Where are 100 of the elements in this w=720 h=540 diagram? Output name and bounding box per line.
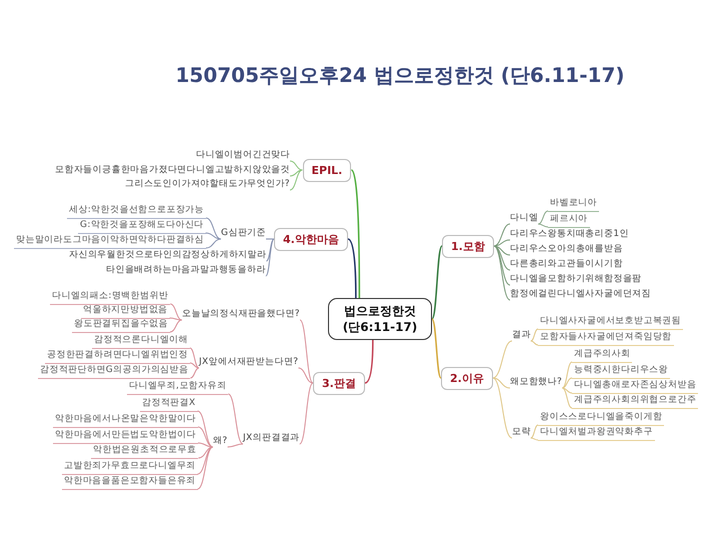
connector-line	[562, 388, 572, 408]
connector-line	[493, 224, 510, 246]
underlined-topic: 세상:악한것을선함으로포장가능	[67, 204, 206, 218]
connector-line	[493, 246, 510, 256]
connector-line	[266, 238, 274, 262]
connector-line	[169, 318, 182, 320]
connector-line	[265, 238, 274, 276]
connector-line	[350, 169, 360, 298]
connector-line	[290, 160, 303, 170]
topic-text: 모함자들이긍휼한마음가졌다면다니엘고발하지않았을것	[55, 164, 290, 176]
underlined-topic: 계급주의사회의위협으로간주	[572, 394, 698, 408]
connector-line	[493, 246, 510, 286]
underlined-topic: 악한법은원초적으로무효	[91, 444, 198, 458]
connector-line	[530, 340, 538, 346]
connector-line	[170, 304, 182, 320]
topic-box: 3.판결	[313, 372, 365, 394]
topic-text: 다니엘을모함하기위해함정을팜	[510, 272, 642, 286]
underlined-topic: 계급주의사회	[572, 348, 632, 362]
underlined-topic: 능력중시한다리우스왕	[572, 364, 670, 378]
underlined-topic: 고발한죄가무효므로다니엘무죄	[62, 460, 198, 474]
underlined-topic: 다니엘사자굴에서보호받고복권됨	[538, 314, 683, 330]
connector-line	[538, 224, 548, 228]
underlined-topic: 페르시아	[548, 212, 590, 228]
connector-line	[538, 210, 548, 224]
connector-line	[298, 368, 314, 384]
topic-box: 2.이유	[441, 366, 493, 390]
connector-line	[190, 362, 200, 368]
topic-text: 자신의우월한것으로타인의감정상하게하지말라	[69, 248, 266, 262]
topic-text: JX앞에서재판받는다면?	[199, 356, 298, 368]
connector-line	[190, 348, 200, 368]
underlined-topic: 다니엘처벌과왕권약화추구	[538, 426, 655, 440]
connector-line	[170, 320, 182, 332]
underlined-topic: 다니엘무죄,모함자유죄	[127, 380, 228, 394]
connector-line	[431, 318, 442, 379]
central-topic-box: 법으로정한것 (단6:11-17)	[328, 298, 432, 340]
connector-line	[493, 246, 510, 300]
connector-line	[206, 238, 222, 248]
connector-line	[493, 240, 510, 246]
topic-text: 타인을배려하는마음과말과행동을하라	[106, 264, 266, 276]
underlined-topic: 바벨로니아	[548, 196, 599, 212]
topic-text: 다니엘	[510, 212, 538, 224]
underlined-topic: 악한마음에서만든법도악한법이다	[53, 428, 198, 444]
connector-line	[228, 394, 244, 444]
connector-line	[289, 170, 303, 190]
topic-box: 1.모함	[442, 234, 494, 258]
connector-line	[530, 328, 538, 342]
connector-line	[197, 410, 214, 448]
connector-line	[562, 362, 572, 388]
underlined-topic: 모함자들사자굴에던져죽임당함	[538, 330, 674, 346]
topic-text: 왜?	[213, 434, 228, 448]
topic-text: 그리스도인이가져야할태도가무엇인가?	[125, 178, 290, 190]
connector-line	[198, 426, 214, 448]
connector-line	[492, 340, 512, 378]
underlined-topic: 감정적으론다니엘이해	[92, 334, 190, 348]
underlined-topic: 억울하지만방법없음	[81, 304, 170, 318]
underlined-topic: 다니엘의패소:명백한범위반	[50, 290, 170, 304]
underlined-topic: G:악한것을포장해도다아신다	[78, 218, 206, 234]
connector-line	[348, 238, 357, 298]
connector-line	[492, 378, 512, 438]
topic-text: JX의판결결과	[243, 432, 300, 444]
title: 150705주일오후24 법으로정한것 (단6.11-17)	[174, 62, 626, 89]
topic-box: EPIL.	[302, 158, 352, 182]
connector-line	[205, 232, 222, 240]
connector-line	[562, 378, 572, 388]
connector-line	[227, 444, 244, 448]
connector-line	[299, 382, 314, 444]
underlined-topic: 악한마음에서나온말은악한말이다	[53, 412, 198, 428]
connector-line	[493, 246, 510, 270]
connector-line	[431, 246, 443, 320]
connector-line	[197, 446, 214, 474]
topic-text: 다리우스왕통치때총리중1인	[510, 228, 629, 240]
topic-text: 다리우스오아의총애를받음	[510, 242, 623, 256]
connector-line	[530, 438, 538, 440]
connector-line	[364, 340, 374, 384]
underlined-topic: 감정적판결X	[140, 396, 198, 412]
connector-line	[299, 320, 314, 384]
connector-line	[198, 442, 214, 448]
underlined-topic: 왕이스스로다니엘을죽이게함	[538, 410, 664, 426]
underlined-topic: 맞는말이라도그마음이악하면악하다판결하심	[14, 234, 206, 248]
connector-line	[562, 388, 572, 394]
underlined-topic: 감정적판단하면G의공의가의심받음	[38, 364, 190, 378]
topic-box: 4.악한마음	[274, 228, 348, 250]
topic-text: 함정에걸린다니엘사자굴에던져짐	[510, 288, 651, 300]
connector-line	[206, 218, 222, 240]
connector-line	[190, 368, 200, 378]
topic-text: 오늘날의정식재판을했다면?	[182, 308, 300, 320]
topic-text: 다니엘이범어긴건맞다	[196, 148, 290, 162]
underlined-topic: 공정한판결하려면다니엘위법인정	[45, 348, 190, 364]
topic-text: 모략	[512, 426, 531, 438]
connector-line	[198, 446, 214, 458]
connector-line	[530, 424, 538, 438]
underlined-topic: 악한마음을품은모함자들은유죄	[62, 474, 198, 490]
connector-line	[290, 170, 303, 176]
topic-text: 다른총리와고관들이시기함	[510, 258, 623, 270]
topic-text: G심판기준	[221, 226, 266, 240]
underlined-topic: 왕도판결뒤집을수없음	[72, 318, 170, 332]
underlined-topic: 다니엘총애로자존심상처받음	[572, 378, 698, 394]
connector-line	[197, 446, 214, 490]
connector-line	[492, 378, 510, 388]
topic-text: 왜모함했나?	[510, 376, 562, 388]
